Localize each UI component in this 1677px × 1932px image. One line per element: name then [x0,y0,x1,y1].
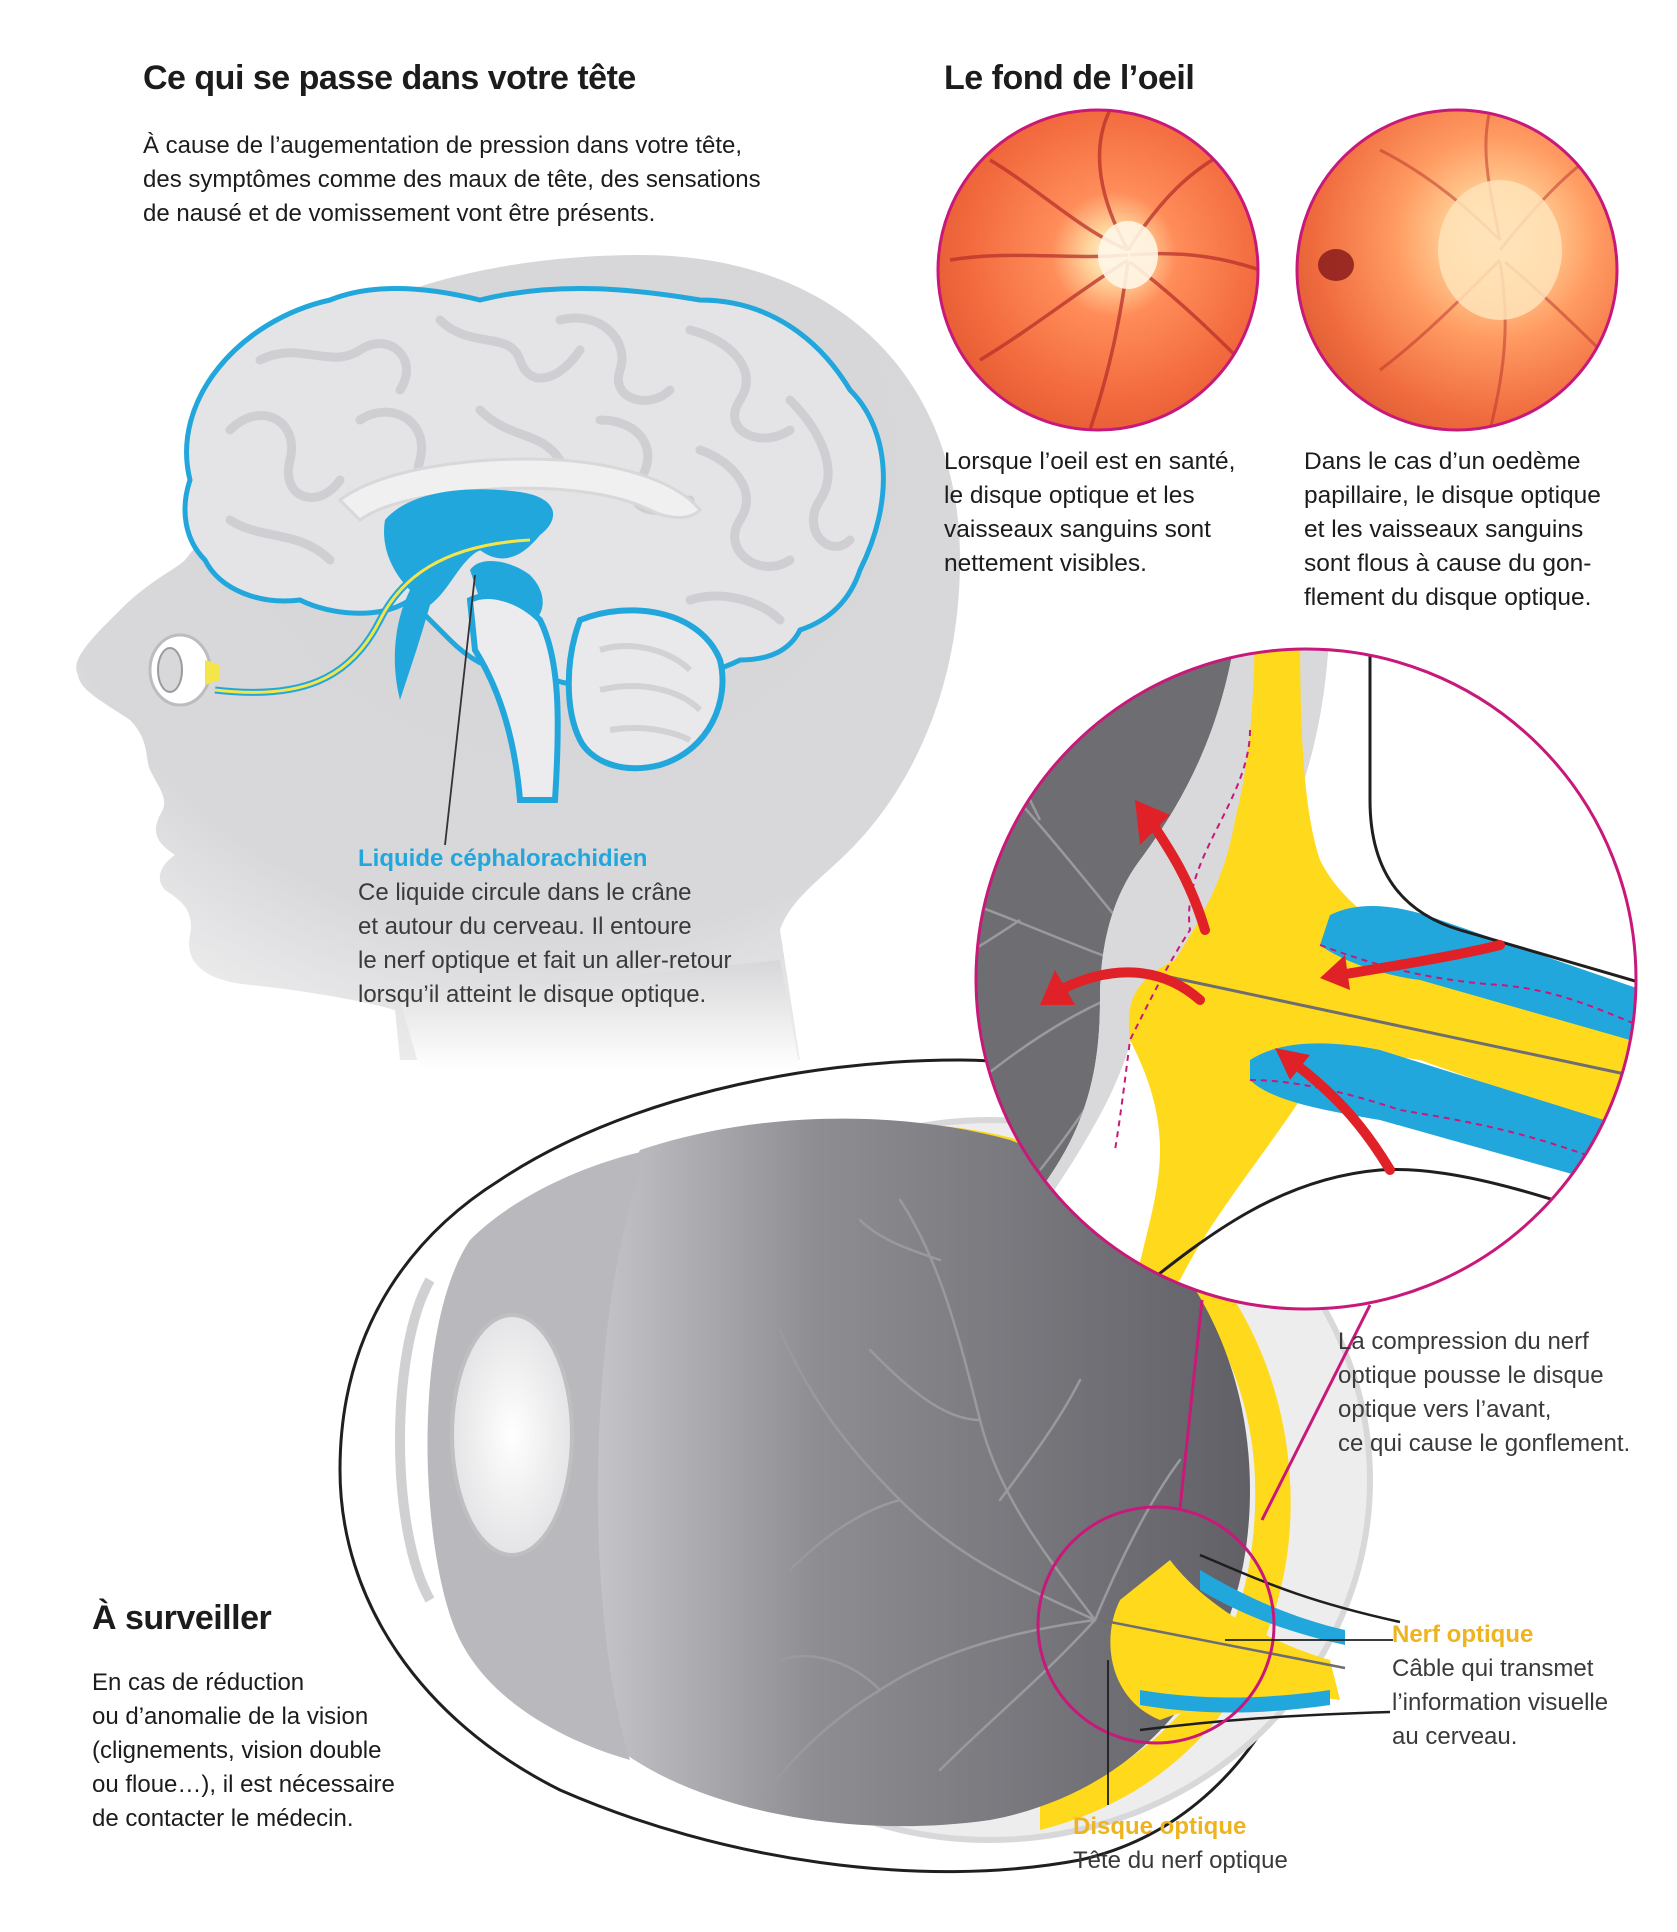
caption-line: nettement visibles. [944,550,1147,577]
caption-line: le disque optique et les [944,482,1195,509]
watch-section-text: En cas de réduction ou d’anomalie de la … [92,1666,395,1836]
compression-line: optique vers l’avant, [1338,1396,1552,1423]
csf-pointer-line [444,574,476,846]
caption-line: papillaire, le disque optique [1304,482,1601,509]
caption-line: et les vaisseaux sanguins [1304,516,1584,543]
brain-icon [182,285,886,803]
csf-line: et autour du cerveau. Il entoure [358,913,692,940]
magnifier-connector-right [1260,1304,1372,1521]
watch-line: ou d’anomalie de la vision [92,1703,369,1730]
optic-disc-title: Disque optique [1073,1813,1247,1840]
retina-edema-icon [1295,108,1619,432]
watch-line: de contacter le médecin. [92,1805,354,1832]
intro-line: de nausé et de vomissement vont être pré… [143,200,656,227]
optic-nerve-title: Nerf optique [1392,1621,1534,1648]
compression-note: La compression du nerf optique pousse le… [1338,1325,1630,1461]
watch-line: (clignements, vision double [92,1737,382,1764]
head-section-intro: À cause de l’augementation de pression d… [143,129,761,231]
csf-line: lorsqu’il atteint le disque optique. [358,981,707,1008]
retina-healthy-icon [936,108,1260,432]
csf-line: Ce liquide circule dans le crâne [358,879,692,906]
caption-line: flement du disque optique. [1304,584,1592,611]
magnifier-small-circle [1036,1505,1276,1745]
optic-nerve-line: l’information visuelle [1392,1689,1609,1716]
fundus-healthy-caption: Lorsque l’oeil est en santé, le disque o… [944,445,1235,581]
optic-nerve-description: Câble qui transmet l’information visuell… [1392,1652,1608,1754]
watch-section-title: À surveiller [92,1599,272,1637]
intro-line: À cause de l’augementation de pression d… [143,132,743,159]
compression-line: La compression du nerf [1338,1328,1589,1355]
optic-nerve-line: Câble qui transmet [1392,1655,1594,1682]
fundus-section-title: Le fond de l’oeil [944,59,1195,97]
csf-line: le nerf optique et fait un aller-retour [358,947,732,974]
magnifier-connector-left [1178,1299,1204,1509]
csf-description: Ce liquide circule dans le crâne et auto… [358,876,732,1012]
optic-disc-line: Tête du nerf optique [1073,1847,1288,1874]
compression-line: optique pousse le disque [1338,1362,1604,1389]
csf-title: Liquide céphalorachidien [358,845,648,872]
watch-line: ou floue…), il est nécessaire [92,1771,395,1798]
optic-nerve-annotation: Nerf optique Câble qui transmet l’inform… [1392,1618,1608,1754]
caption-line: Dans le cas d’un oedème [1304,448,1581,475]
head-section-title: Ce qui se passe dans votre tête [143,59,636,97]
csf-annotation: Liquide céphalorachidien Ce liquide circ… [358,842,732,1012]
optic-disc-description: Tête du nerf optique [1073,1844,1288,1878]
compression-line: ce qui cause le gonflement. [1338,1430,1631,1457]
optic-disc-annotation: Disque optique Tête du nerf optique [1073,1810,1288,1878]
optic-nerve-line: au cerveau. [1392,1723,1518,1750]
watch-line: En cas de réduction [92,1669,305,1696]
small-eye-icon [148,536,531,707]
fundus-edema-caption: Dans le cas d’un oedème papillaire, le d… [1304,445,1601,615]
caption-line: Lorsque l’oeil est en santé, [944,448,1236,475]
caption-line: sont flous à cause du gon- [1304,550,1592,577]
intro-line: des symptômes comme des maux de tête, de… [143,166,761,193]
caption-line: vaisseaux sanguins sont [944,516,1211,543]
